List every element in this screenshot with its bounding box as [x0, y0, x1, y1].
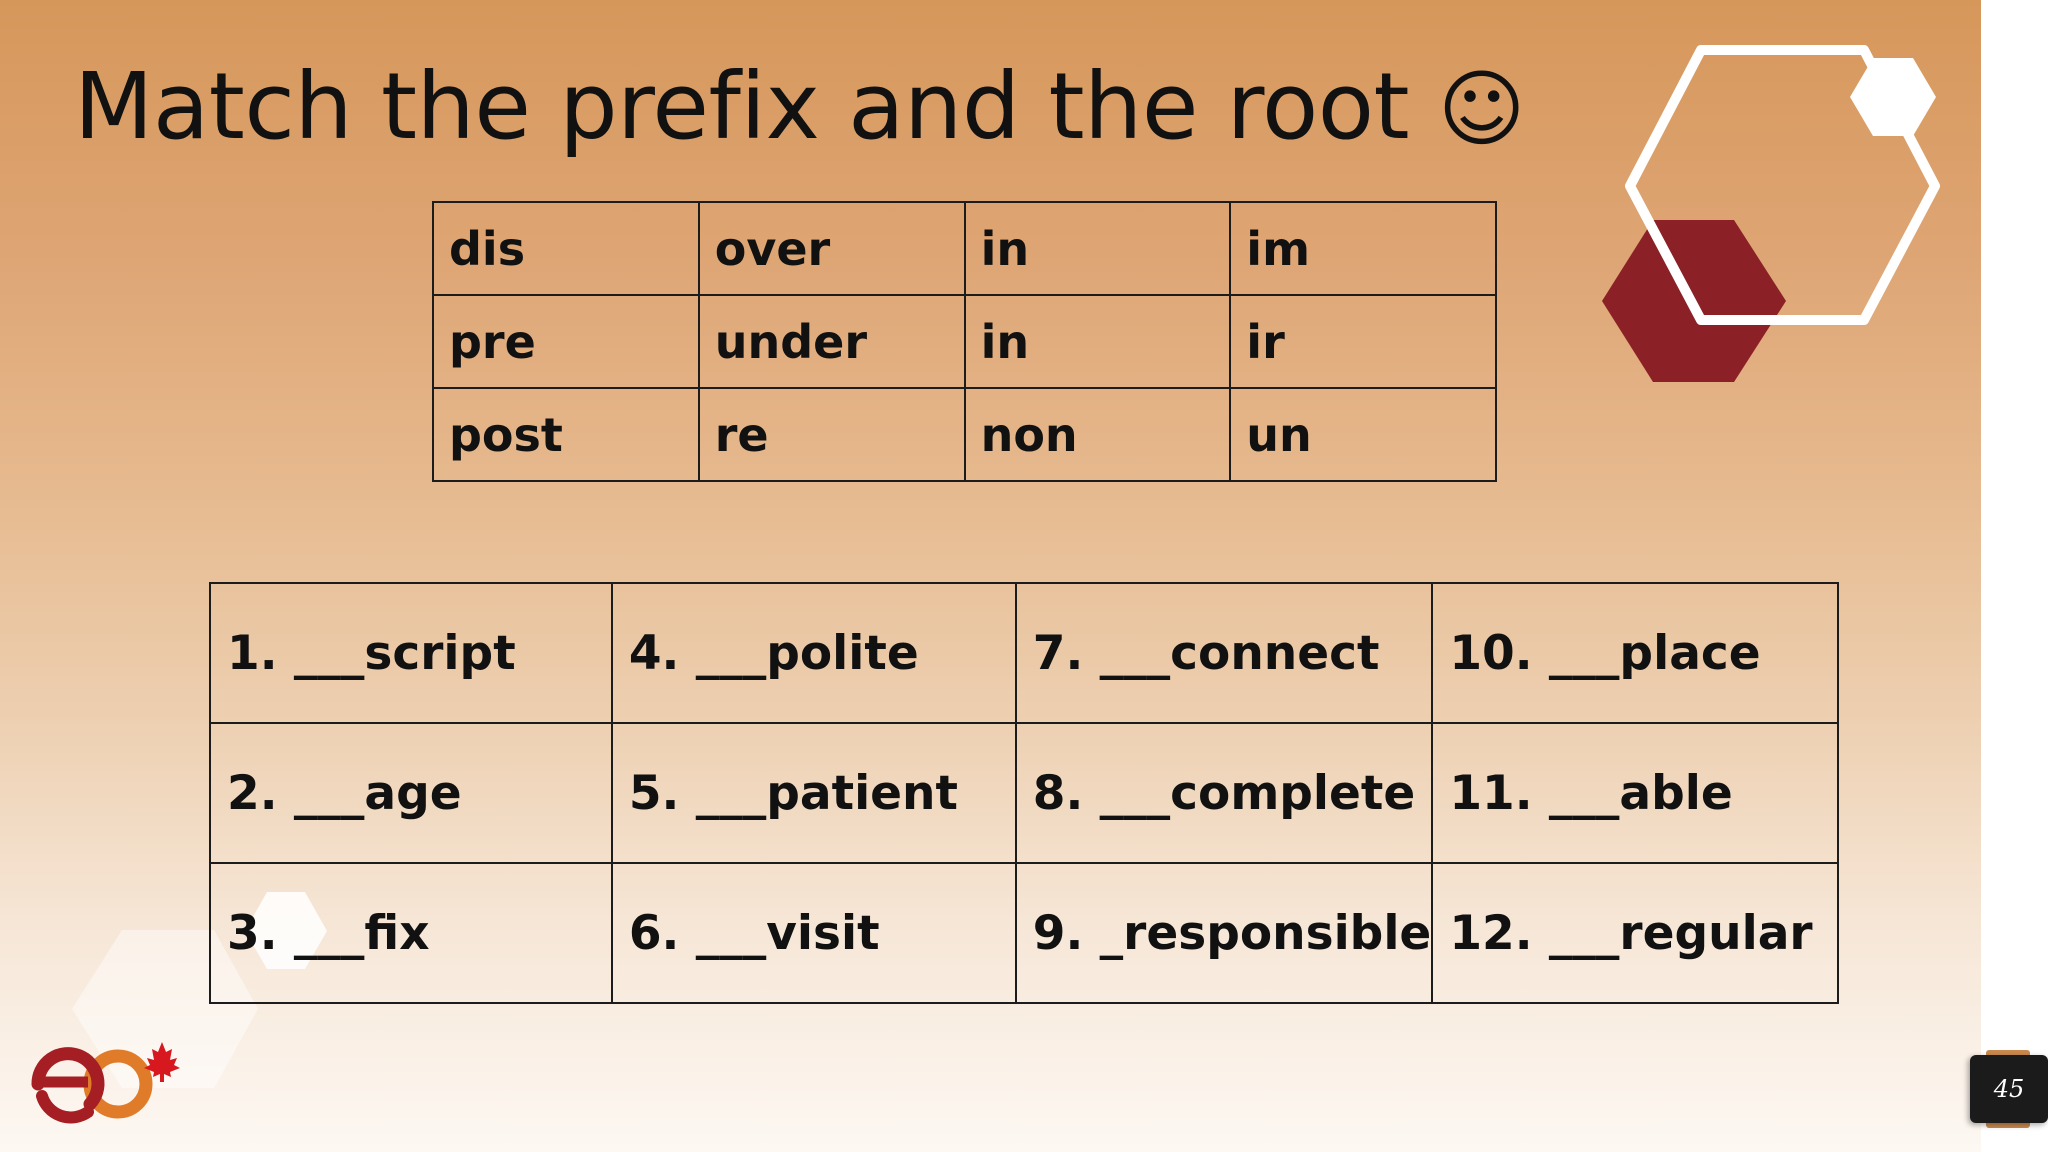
root-cell: 5. ___patient: [610, 722, 1017, 864]
prefix-cell: re: [697, 387, 966, 482]
root-cell: 3. ___fix: [209, 862, 613, 1004]
root-cell: 2. ___age: [209, 722, 613, 864]
table-row: 1. ___script 4. ___polite 7. ___connect …: [209, 582, 1839, 724]
slide: Match the prefix and the root ☺ dis over…: [0, 0, 1981, 1152]
prefix-cell: under: [697, 294, 966, 389]
root-cell: 12. ___regular: [1431, 862, 1839, 1004]
table-row: pre under in ir: [432, 294, 1497, 389]
root-cell: 7. ___connect: [1014, 582, 1434, 724]
white-outline-hexagon: [1625, 45, 1940, 325]
prefix-cell: im: [1229, 201, 1497, 296]
smiley-icon: ☺: [1437, 60, 1526, 158]
small-white-hexagon: [1850, 58, 1936, 136]
prefix-cell: pre: [432, 294, 700, 389]
root-cell: 9. _responsible: [1014, 862, 1434, 1004]
prefix-cell: dis: [432, 201, 700, 296]
prefix-table: dis over in im pre under in ir post re n…: [432, 201, 1497, 482]
table-row: post re non un: [432, 387, 1497, 482]
root-cell: 1. ___script: [209, 582, 613, 724]
table-row: 3. ___fix 6. ___visit 9. _responsible 12…: [209, 862, 1839, 1004]
prefix-cell: ir: [1229, 294, 1497, 389]
table-row: 2. ___age 5. ___patient 8. ___complete 1…: [209, 722, 1839, 864]
prefix-cell: over: [697, 201, 966, 296]
dark-red-hexagon: [1602, 220, 1786, 382]
table-row: dis over in im: [432, 201, 1497, 296]
title-text: Match the prefix and the root: [74, 53, 1410, 160]
root-cell: 4. ___polite: [610, 582, 1017, 724]
root-cell: 6. ___visit: [610, 862, 1017, 1004]
slide-title: Match the prefix and the root ☺: [74, 52, 1525, 162]
root-table: 1. ___script 4. ___polite 7. ___connect …: [209, 582, 1839, 1004]
page-number: 45: [1993, 1075, 2025, 1103]
eo-logo-icon: [31, 1042, 180, 1124]
prefix-cell: in: [963, 201, 1232, 296]
maple-leaf-icon: [144, 1042, 180, 1082]
page-number-box: [1970, 1055, 2048, 1123]
prefix-cell: un: [1229, 387, 1497, 482]
root-cell: 8. ___complete: [1014, 722, 1434, 864]
right-margin-strip: [1981, 0, 2048, 1152]
root-cell: 10. ___place: [1431, 582, 1839, 724]
prefix-cell: post: [432, 387, 700, 482]
root-cell: 11. ___able: [1431, 722, 1839, 864]
prefix-cell: in: [963, 294, 1232, 389]
prefix-cell: non: [963, 387, 1232, 482]
